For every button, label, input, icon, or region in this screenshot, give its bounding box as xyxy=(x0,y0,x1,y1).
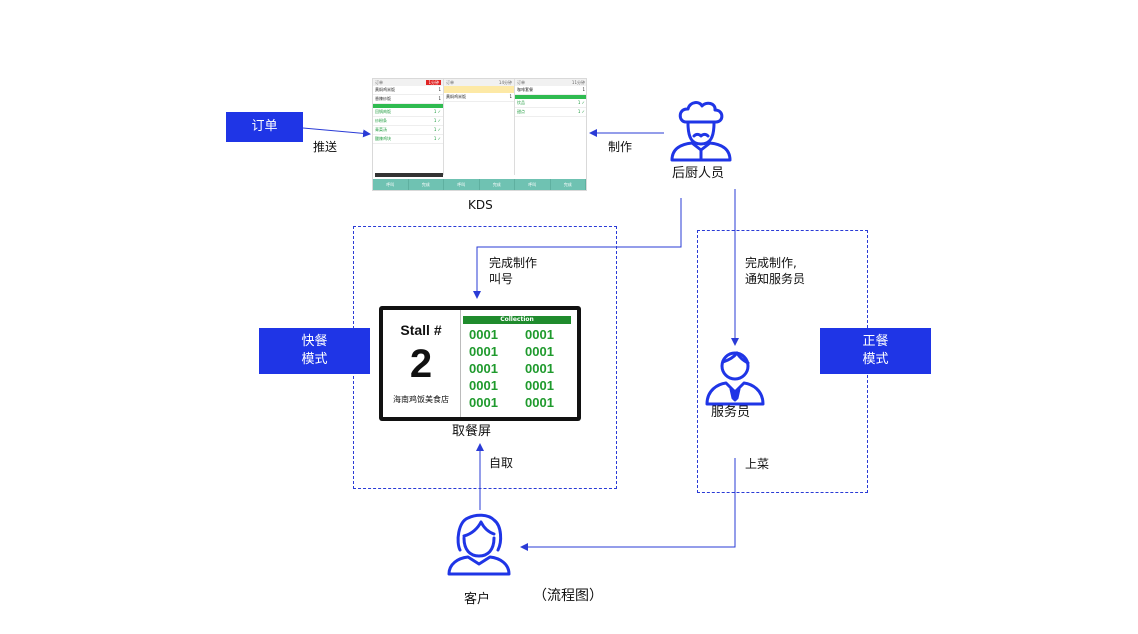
self-pick-label: 自取 xyxy=(489,456,514,470)
screen-divider xyxy=(460,310,461,417)
pickup-number: 0001 xyxy=(469,395,498,410)
pickup-number: 0001 xyxy=(525,378,554,393)
chef-label: 后厨人员 xyxy=(672,166,725,181)
pickup-number: 0001 xyxy=(469,344,498,359)
pickup-number: 0001 xyxy=(525,361,554,376)
stall-title: Stall # xyxy=(400,322,442,338)
produce-label: 制作 xyxy=(608,140,633,154)
formal-mode-box: 正餐 模式 xyxy=(820,328,931,374)
done-call-label: 完成制作 叫号 xyxy=(489,256,538,286)
serve-label: 上菜 xyxy=(745,457,770,471)
stall-name: 海南鸡饭美食店 xyxy=(393,395,449,404)
arrow-chef-to-pickup xyxy=(473,198,682,299)
pickup-number: 0001 xyxy=(469,327,498,342)
pickup-number: 0001 xyxy=(525,344,554,359)
waiter-icon xyxy=(705,351,765,406)
customer-label: 客户 xyxy=(464,592,491,607)
push-label: 推送 xyxy=(313,140,338,154)
pickup-number: 0001 xyxy=(469,361,498,376)
pickup-number: 0001 xyxy=(525,327,554,342)
diagram-caption: （流程图） xyxy=(533,588,603,604)
stall-number: 2 xyxy=(409,342,433,386)
pickup-number: 0001 xyxy=(525,395,554,410)
kds-label: KDS xyxy=(468,198,493,212)
chef-icon xyxy=(670,101,732,162)
arrow-waiter-to-customer xyxy=(520,458,736,551)
pickup-number: 0001 xyxy=(469,378,498,393)
pickup-screen: Stall # 2 海南鸡饭美食店 Collection 0001 0001 0… xyxy=(379,306,581,421)
fast-mode-box: 快餐 模式 xyxy=(259,328,370,374)
pickup-screen-label: 取餐屏 xyxy=(452,424,492,439)
arrow-order-to-kds xyxy=(302,127,371,138)
collection-header: Collection xyxy=(463,316,571,324)
waiter-label: 服务员 xyxy=(711,405,751,420)
done-notify-label: 完成制作, 通知服务员 xyxy=(745,256,806,286)
customer-icon xyxy=(447,513,511,576)
order-box: 订单 xyxy=(226,112,303,142)
